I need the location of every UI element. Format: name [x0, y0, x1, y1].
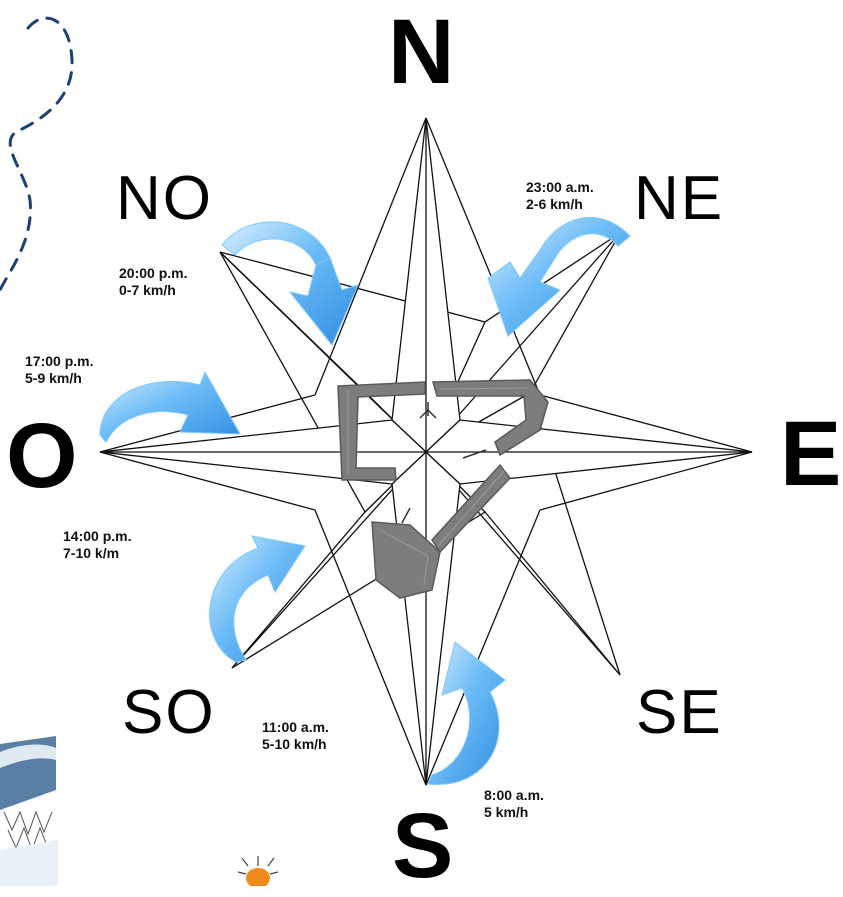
bug-icon: [238, 856, 278, 886]
wind-reading-o: 17:00 p.m. 5-9 km/h: [25, 353, 93, 387]
photo-fragment: [0, 735, 58, 886]
wind-time: 23:00 a.m.: [526, 179, 594, 196]
wind-reading-so: 14:00 p.m. 7-10 k/m: [63, 528, 131, 562]
wind-time: 8:00 a.m.: [484, 787, 544, 804]
wind-time: 14:00 p.m.: [63, 528, 131, 545]
wind-speed: 5 km/h: [484, 804, 544, 821]
west-label: O: [6, 410, 78, 502]
northeast-label: NE: [634, 168, 724, 230]
south-label: S: [392, 800, 453, 892]
east-label: E: [780, 408, 841, 500]
dashed-path-decoration: [0, 18, 72, 290]
southeast-label: SE: [636, 682, 723, 744]
north-label: N: [388, 6, 454, 98]
wind-speed: 7-10 k/m: [63, 545, 131, 562]
wind-time: 17:00 p.m.: [25, 353, 93, 370]
wind-speed: 2-6 km/h: [526, 196, 594, 213]
wind-reading-no: 20:00 p.m. 0-7 km/h: [119, 265, 187, 299]
wind-reading-s: 8:00 a.m. 5 km/h: [484, 787, 544, 821]
southwest-label: SO: [122, 682, 216, 744]
northwest-label: NO: [116, 168, 213, 230]
wind-time: 20:00 p.m.: [119, 265, 187, 282]
wind-reading-ne: 23:00 a.m. 2-6 km/h: [526, 179, 594, 213]
wind-speed: 0-7 km/h: [119, 282, 187, 299]
wind-time: 11:00 a.m.: [262, 719, 329, 736]
wind-reading-s-left: 11:00 a.m. 5-10 km/h: [262, 719, 329, 753]
wind-arrow-o: [100, 372, 240, 442]
wind-speed: 5-9 km/h: [25, 370, 93, 387]
wind-speed: 5-10 km/h: [262, 736, 329, 753]
